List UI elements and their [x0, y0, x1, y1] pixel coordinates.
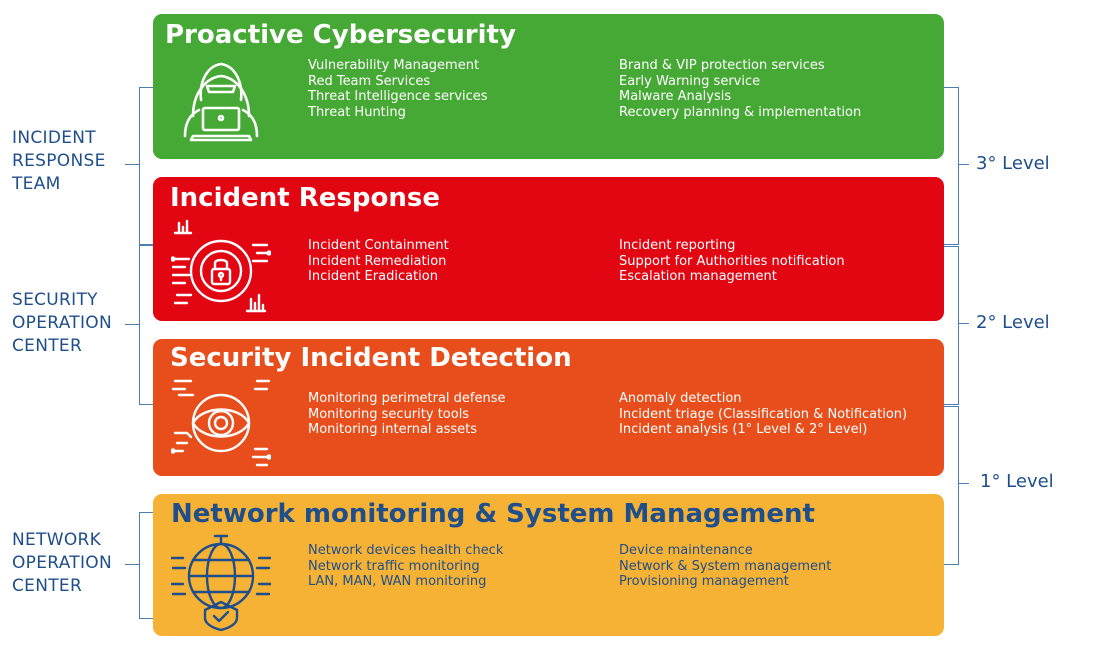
service-item: Incident Containment: [308, 238, 449, 253]
service-item: Network devices health check: [308, 543, 504, 558]
side-label-line: NETWORK: [12, 530, 102, 550]
service-item: Incident Remediation: [308, 253, 447, 269]
bracket-network-operation-center: [139, 512, 154, 619]
eye-circuit-icon: [170, 379, 272, 473]
service-list-left: Network devices health check Network tra…: [308, 543, 503, 590]
side-label-line: SECURITY: [12, 290, 98, 310]
level-2-label: 2° Level: [976, 312, 1050, 333]
service-item: Incident Eradication: [308, 269, 438, 285]
side-label-line: RESPONSE: [12, 151, 106, 171]
bracket-tick: [125, 324, 139, 325]
level-1-label: 1° Level: [980, 471, 1054, 492]
band-incident-response: Incident Response Incident Containment I…: [153, 177, 944, 321]
service-item: Malware Analysis: [619, 89, 732, 105]
service-item: Network & System management: [619, 558, 832, 574]
bracket-level-2: [944, 246, 959, 405]
service-item: Incident analysis (1° Level & 2° Level): [619, 422, 868, 438]
side-label-line: CENTER: [12, 336, 83, 356]
side-label-security-operation-center: SECURITY OPERATION CENTER: [12, 289, 112, 358]
band-proactive-cybersecurity: Proactive Cybersecurity Vulnerability Ma…: [153, 14, 944, 159]
bracket-level-3: [944, 87, 959, 245]
service-item: Device maintenance: [619, 543, 753, 558]
side-label-line: CENTER: [12, 576, 83, 596]
side-label-line: OPERATION: [12, 313, 113, 333]
service-item: Threat Hunting: [308, 104, 406, 120]
band-security-incident-detection: Security Incident Detection Monitoring p…: [153, 339, 944, 476]
service-item: Provisioning management: [619, 574, 789, 590]
service-item: Threat Intelligence services: [308, 89, 488, 105]
bracket-tick: [125, 164, 139, 165]
bracket-tick: [125, 564, 139, 565]
side-label-incident-response-team: INCIDENT RESPONSE TEAM: [12, 127, 106, 196]
service-list-right: Brand & VIP protection services Early Wa…: [619, 58, 861, 120]
service-item: Anomaly detection: [619, 391, 742, 406]
side-label-line: OPERATION: [12, 553, 113, 573]
band-title: Network monitoring & System Management: [171, 499, 815, 529]
side-label-line: INCIDENT: [12, 128, 96, 148]
hacker-laptop-icon: [171, 52, 271, 152]
service-item: Early Warning service: [619, 73, 761, 89]
service-item: Incident reporting: [619, 238, 736, 253]
service-item: Support for Authorities notification: [619, 253, 845, 269]
service-list-left: Incident Containment Incident Remediatio…: [308, 238, 449, 285]
service-item: Monitoring internal assets: [308, 422, 478, 438]
band-network-monitoring: Network monitoring & System Management N…: [153, 494, 944, 636]
bracket-incident-response-team: [139, 87, 154, 245]
service-item: Brand & VIP protection services: [619, 58, 825, 73]
service-list-right: Device maintenance Network & System mana…: [619, 543, 831, 590]
side-label-line: TEAM: [12, 174, 61, 194]
service-item: Incident triage (Classification & Notifi…: [619, 406, 908, 422]
service-list-right: Incident reporting Support for Authoriti…: [619, 238, 845, 285]
service-item: LAN, MAN, WAN monitoring: [308, 574, 487, 590]
side-label-network-operation-center: NETWORK OPERATION CENTER: [12, 529, 112, 598]
bracket-tick: [959, 483, 969, 484]
service-item: Escalation management: [619, 269, 777, 285]
globe-shield-icon: [169, 534, 273, 636]
service-item: Red Team Services: [308, 73, 431, 89]
service-item: Network traffic monitoring: [308, 558, 480, 574]
service-item: Monitoring perimetral defense: [308, 391, 506, 406]
service-list-right: Anomaly detection Incident triage (Class…: [619, 391, 907, 438]
service-item: Monitoring security tools: [308, 406, 470, 422]
padlock-circuit-icon: [170, 219, 272, 319]
service-item: Vulnerability Management: [308, 58, 480, 73]
band-title: Proactive Cybersecurity: [165, 20, 516, 50]
service-list-left: Vulnerability Management Red Team Servic…: [308, 58, 488, 120]
bracket-tick: [959, 164, 969, 165]
service-list-left: Monitoring perimetral defense Monitoring…: [308, 391, 506, 438]
band-title: Incident Response: [170, 183, 440, 213]
band-title: Security Incident Detection: [170, 343, 572, 373]
bracket-security-operation-center: [139, 245, 154, 405]
level-3-label: 3° Level: [976, 153, 1050, 174]
bracket-tick: [959, 323, 969, 324]
service-item: Recovery planning & implementation: [619, 104, 862, 120]
bracket-level-1: [944, 406, 959, 565]
